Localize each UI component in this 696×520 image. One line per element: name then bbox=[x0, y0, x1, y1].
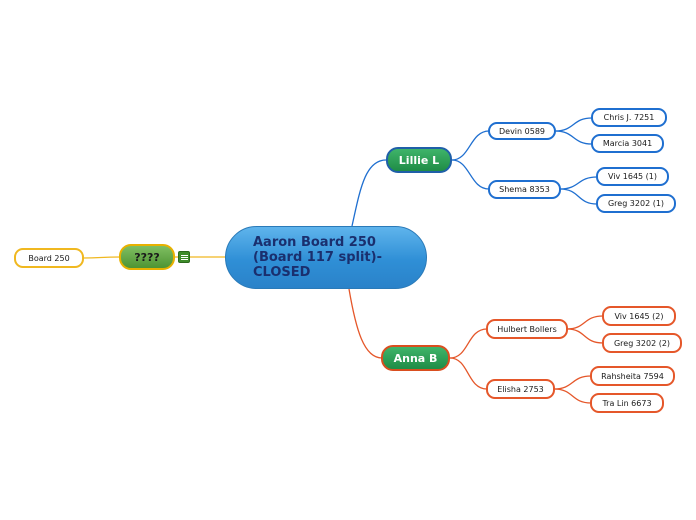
leaf-label: Greg 3202 (1) bbox=[607, 199, 665, 208]
leaf-rahsheita[interactable]: Rahsheita 7594 bbox=[590, 366, 675, 386]
leaf-label: Chris J. 7251 bbox=[603, 113, 655, 122]
topic-label: ???? bbox=[134, 250, 160, 264]
leaf-chris[interactable]: Chris J. 7251 bbox=[591, 108, 667, 127]
leaf-greg-2[interactable]: Greg 3202 (2) bbox=[602, 333, 682, 353]
notes-icon[interactable] bbox=[178, 251, 190, 263]
topic-label: Lillie L bbox=[398, 153, 440, 167]
central-topic[interactable]: Aaron Board 250 (Board 117 split)- CLOSE… bbox=[225, 226, 427, 289]
subtopic-label: Shema 8353 bbox=[499, 185, 550, 194]
subtopic-label: Hulbert Bollers bbox=[497, 324, 557, 334]
subtopic-elisha[interactable]: Elisha 2753 bbox=[486, 379, 555, 399]
subtopic-label: Board 250 bbox=[28, 253, 70, 263]
subtopic-devin[interactable]: Devin 0589 bbox=[488, 122, 556, 140]
subtopic-label: Devin 0589 bbox=[498, 126, 545, 136]
leaf-viv-1[interactable]: Viv 1645 (1) bbox=[596, 167, 669, 186]
leaf-label: Viv 1645 (2) bbox=[614, 311, 664, 321]
central-topic-label: Aaron Board 250 (Board 117 split)- CLOSE… bbox=[253, 235, 382, 280]
topic-lillie-l[interactable]: Lillie L bbox=[386, 147, 452, 173]
leaf-label: Tra Lin 6673 bbox=[602, 398, 652, 408]
leaf-tra-lin[interactable]: Tra Lin 6673 bbox=[590, 393, 664, 413]
subtopic-shema[interactable]: Shema 8353 bbox=[488, 180, 561, 199]
leaf-marcia[interactable]: Marcia 3041 bbox=[591, 134, 664, 153]
subtopic-label: Elisha 2753 bbox=[497, 384, 544, 394]
leaf-label: Marcia 3041 bbox=[602, 139, 653, 148]
subtopic-board-250[interactable]: Board 250 bbox=[14, 248, 84, 268]
topic-anna-b[interactable]: Anna B bbox=[381, 345, 450, 371]
leaf-greg-1[interactable]: Greg 3202 (1) bbox=[596, 194, 676, 213]
leaf-label: Rahsheita 7594 bbox=[601, 371, 664, 381]
subtopic-hulbert[interactable]: Hulbert Bollers bbox=[486, 319, 568, 339]
leaf-label: Viv 1645 (1) bbox=[607, 172, 658, 181]
topic-label: Anna B bbox=[393, 351, 438, 365]
leaf-viv-2[interactable]: Viv 1645 (2) bbox=[602, 306, 676, 326]
leaf-label: Greg 3202 (2) bbox=[613, 338, 671, 348]
topic-unknown[interactable]: ???? bbox=[119, 244, 175, 270]
